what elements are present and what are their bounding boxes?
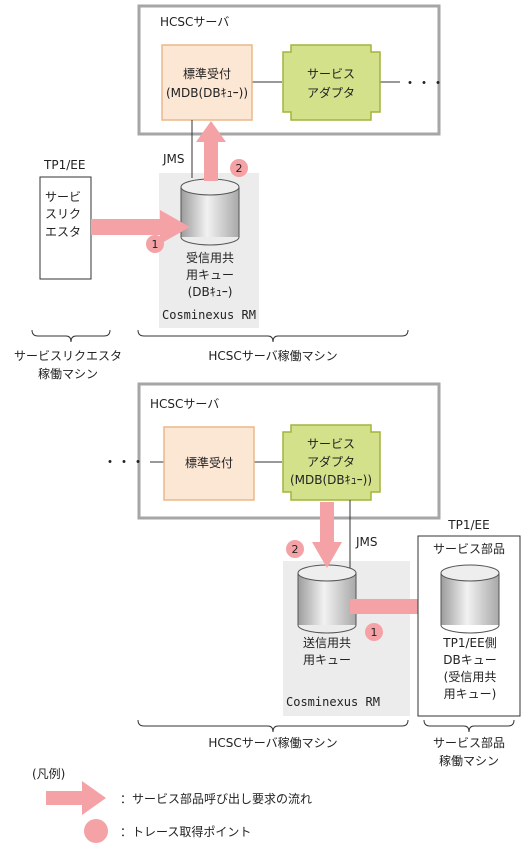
bottom-jms-label: JMS (355, 535, 378, 549)
bottom-machine-left: HCSCサーバ稼働マシン (208, 735, 337, 750)
receive-queue-cylinder (180, 178, 240, 246)
bottom-adapter-line2: アダプタ (307, 454, 355, 469)
receive-queue-line3: (DBｷｭｰ) (188, 285, 233, 299)
top-trace-point-2-label: 2 (236, 162, 243, 175)
bottom-brace-left (137, 719, 409, 733)
tp1-queue-cylinder (440, 564, 500, 634)
top-right-arrow (91, 210, 190, 244)
bottom-machine-right-line1: サービス部品 (433, 735, 505, 750)
bottom-adapter-line3: (MDB(DBｷｭｰ)) (290, 473, 372, 487)
top-ellipsis: ・・・ (403, 76, 445, 92)
top-brace-right (137, 329, 409, 343)
requester-line3: エスタ (45, 225, 81, 239)
top-brace-left (31, 329, 111, 343)
tp1-queue-line1: TP1/EE側 (442, 636, 496, 650)
send-queue-line1: 送信用共 (303, 635, 351, 650)
top-machine-right: HCSCサーバ稼働マシン (208, 348, 337, 363)
bottom-trace-point-1-label: 1 (371, 626, 378, 639)
top-service-adapter (282, 44, 381, 121)
send-queue-line2: 用キュー (303, 653, 351, 667)
bottom-rm-label: Cosminexus RM (286, 695, 380, 709)
service-part-title: サービス部品 (433, 541, 505, 556)
tp1-queue-line3: (受信用共 (444, 670, 497, 684)
top-machine-left-line2: 稼働マシン (38, 366, 98, 381)
bottom-std-receiver-label: 標準受付 (185, 455, 233, 470)
bottom-service-adapter (282, 424, 381, 501)
top-machine-left-line1: サービスリクエスタ (14, 349, 122, 363)
bottom-down-arrow (312, 502, 342, 568)
bottom-server-title: HCSCサーバ (150, 397, 219, 411)
bottom-trace-point-1 (365, 623, 383, 641)
legend-title: (凡例) (32, 767, 65, 781)
tp1-queue-line4: 用キュー) (444, 687, 497, 701)
top-rm-label: Cosminexus RM (162, 308, 256, 322)
top-adapter-line1: サービス (307, 67, 355, 81)
receive-queue-line1: 受信用共 (186, 251, 234, 265)
tp1-queue-line2: DBキュー (443, 653, 496, 667)
top-trace-point-1-label: 1 (152, 238, 159, 251)
bottom-brace-right (423, 719, 515, 733)
top-trace-point-1 (146, 235, 164, 253)
send-queue-cylinder (297, 564, 357, 634)
bottom-standard-receiver (163, 426, 255, 501)
top-server-title: HCSCサーバ (160, 15, 229, 29)
top-trace-point-2 (230, 159, 248, 177)
requester-line1: サービ (45, 190, 81, 204)
receive-queue-line2: 用キュー (186, 268, 234, 282)
legend-arrow-text: ：サービス部品呼び出し要求の流れ (120, 791, 312, 806)
top-std-receiver-line1: 標準受付 (183, 66, 231, 81)
requester-line2: スリク (45, 207, 81, 221)
bottom-tp1-label: TP1/EE (447, 518, 489, 532)
legend-circle-icon (84, 819, 108, 843)
legend-circle-text: ：トレース取得ポイント (120, 824, 251, 839)
bottom-ellipsis: ・・・ (103, 455, 145, 471)
legend-arrow-icon (46, 781, 106, 815)
top-tp1-label: TP1/EE (43, 158, 85, 172)
bottom-machine-right-line2: 稼働マシン (439, 753, 499, 768)
bottom-trace-point-2-label: 2 (292, 543, 299, 556)
bottom-trace-point-2 (286, 540, 304, 558)
top-standard-receiver (161, 44, 253, 121)
top-adapter-line2: アダプタ (307, 85, 355, 100)
top-up-arrow (196, 121, 226, 181)
top-std-receiver-line2: (MDB(DBｷｭｰ)) (166, 86, 248, 100)
top-jms-label: JMS (162, 152, 185, 166)
bottom-adapter-line1: サービス (307, 437, 355, 451)
